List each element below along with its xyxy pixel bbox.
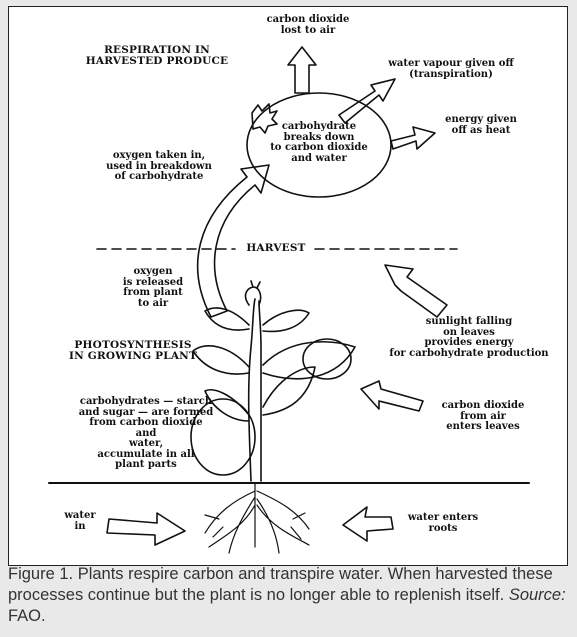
respiration-title: RESPIRATION IN HARVESTED PRODUCE — [77, 45, 237, 66]
water-in-arrow — [107, 513, 185, 545]
leaf-lower-right — [263, 367, 315, 415]
co2-enters-label: carbon dioxide from air enters leaves — [423, 401, 543, 433]
sunlight-arrow — [385, 265, 447, 317]
diagram-frame: RESPIRATION IN HARVESTED PRODUCE carbon … — [8, 6, 568, 566]
co2-lost-arrow — [288, 47, 316, 93]
energy-heat-arrow — [391, 127, 435, 149]
plant-roots — [205, 483, 309, 553]
water-vapour-label: water vapour given off (transpiration) — [371, 59, 531, 80]
plant-stem — [249, 299, 261, 481]
photosynthesis-title: PHOTOSYNTHESIS IN GROWING PLANT — [53, 340, 213, 361]
figure-caption: Figure 1. Plants respire carbon and tran… — [8, 564, 568, 627]
oxygen-curved-arrow — [198, 165, 269, 317]
carb-formed-label: carbohydrates — starch and sugar — are f… — [71, 397, 221, 471]
caption-source-label: Source: — [509, 586, 566, 604]
harvest-label: HARVEST — [237, 243, 315, 254]
oxygen-released-label: oxygen is released from plant to air — [113, 267, 193, 309]
caption-source: FAO. — [8, 607, 46, 625]
oxygen-taken-label: oxygen taken in, used in breakdown of ca… — [99, 151, 219, 183]
co2-enters-arrow — [361, 381, 423, 411]
water-roots-arrow — [343, 507, 393, 541]
leaf-upper-right — [263, 310, 309, 331]
caption-text: Figure 1. Plants respire carbon and tran… — [8, 565, 553, 604]
water-in-label: water in — [55, 511, 105, 532]
energy-heat-label: energy given off as heat — [431, 115, 531, 136]
sunlight-label: sunlight falling on leaves provides ener… — [379, 317, 559, 359]
co2-lost-label: carbon dioxide lost to air — [253, 15, 363, 36]
plant-process-diagram — [9, 7, 567, 565]
carb-breakdown-label: carbohydrate breaks down to carbon dioxi… — [259, 122, 379, 164]
water-roots-label: water enters roots — [393, 513, 493, 534]
water-vapour-arrow — [339, 79, 395, 123]
